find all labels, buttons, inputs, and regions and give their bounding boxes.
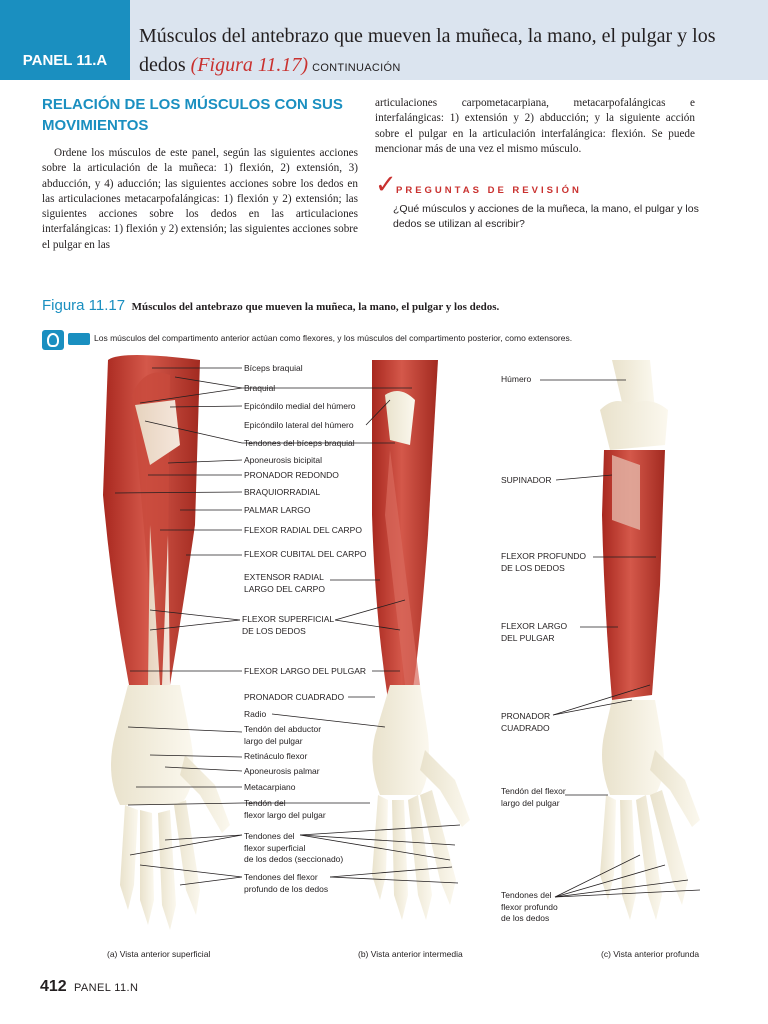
figure-title: Figura 11.17 Músculos del antebrazo que … bbox=[42, 297, 742, 315]
label-epicondilo-lateral: Epicóndilo lateral del húmero bbox=[244, 420, 354, 430]
review-heading: PREGUNTAS DE REVISIÓN bbox=[396, 185, 582, 196]
label-metacarpiano: Metacarpiano bbox=[244, 782, 296, 792]
label-pronador-cuadrado-c: PRONADOR CUADRADO bbox=[501, 711, 551, 733]
paragraph-left: Ordene los músculos de este panel, según… bbox=[42, 147, 358, 251]
label-radio: Radio bbox=[244, 709, 267, 719]
page-panel-ref: PANEL 11.N bbox=[74, 982, 139, 994]
label-flexor-cubital-carpo: FLEXOR CUBITAL DEL CARPO bbox=[244, 549, 367, 559]
label-flexor-superficial-dedos: FLEXOR SUPERFICIAL DE LOS DEDOS bbox=[242, 614, 335, 636]
label-flexor-profundo-dedos: FLEXOR PROFUNDO DE LOS DEDOS bbox=[501, 551, 587, 573]
label-biceps-braquial: Bíceps braquial bbox=[244, 363, 303, 373]
caption-view-b: (b) Vista anterior intermedia bbox=[358, 949, 463, 959]
label-aponeurosis-bicipital: Aponeurosis bicipital bbox=[244, 455, 322, 465]
figure-caption: Músculos del antebrazo que mueven la muñ… bbox=[131, 301, 500, 313]
label-aponeurosis-palmar: Aponeurosis palmar bbox=[244, 766, 320, 776]
label-flexor-radial-carpo: FLEXOR RADIAL DEL CARPO bbox=[244, 525, 362, 535]
panel-label: PANEL 11.A bbox=[22, 52, 108, 69]
forearm-b-illustration bbox=[372, 360, 470, 920]
panel-tab bbox=[0, 0, 130, 80]
label-pronador-redondo: PRONADOR REDONDO bbox=[244, 470, 339, 480]
label-supinador: SUPINADOR bbox=[501, 475, 552, 485]
figure-note: Los músculos del compartimento anterior … bbox=[94, 333, 573, 343]
forearm-a-illustration bbox=[103, 355, 230, 930]
label-tendon-flexor-largo-pulgar: Tendón del flexor largo del pulgar bbox=[244, 798, 326, 820]
label-tendon-flexor-largo-pulgar-c: Tendón del flexor largo del pulgar bbox=[501, 786, 566, 808]
label-braquial: Braquial bbox=[244, 383, 276, 393]
title-figure-ref: (Figura 11.17) bbox=[190, 54, 309, 76]
label-flexor-largo-pulgar-c: FLEXOR LARGO DEL PULGAR bbox=[501, 621, 568, 643]
anatomy-overview-icon bbox=[42, 330, 64, 350]
title-continuation: CONTINUACIÓN bbox=[312, 62, 401, 74]
page-number: 412 bbox=[40, 978, 67, 995]
checkmark-icon: ✓ bbox=[375, 170, 397, 200]
label-extensor-radial-largo: EXTENSOR RADIAL LARGO DEL CARPO bbox=[244, 572, 325, 594]
dash-icon bbox=[68, 333, 90, 345]
label-tendones-biceps: Tendones del bíceps braquial bbox=[244, 438, 355, 448]
label-flexor-largo-pulgar: FLEXOR LARGO DEL PULGAR bbox=[244, 666, 367, 676]
caption-view-a: (a) Vista anterior superficial bbox=[107, 949, 211, 959]
leader-lines bbox=[114, 367, 701, 898]
caption-view-c: (c) Vista anterior profunda bbox=[601, 949, 700, 959]
figure-number: Figura 11.17 bbox=[42, 297, 126, 314]
label-epicondilo-medial: Epicóndilo medial del húmero bbox=[244, 401, 356, 411]
title-main: Músculos del antebrazo que mueven la muñ… bbox=[139, 25, 716, 76]
label-braquiorradial: BRAQUIORRADIAL bbox=[244, 487, 321, 497]
label-palmar-largo: PALMAR LARGO bbox=[244, 505, 311, 515]
label-humero: Húmero bbox=[501, 374, 532, 384]
forearm-c-illustration bbox=[600, 360, 700, 920]
forearm-illustrations bbox=[103, 355, 701, 930]
label-tendon-abductor-largo: Tendón del abductor largo del pulgar bbox=[244, 724, 322, 746]
label-pronador-cuadrado: PRONADOR CUADRADO bbox=[244, 692, 345, 702]
review-question: ¿Qué músculos y acciones de la muñeca, l… bbox=[393, 203, 699, 230]
label-retinaculo-flexor: Retináculo flexor bbox=[244, 751, 308, 761]
page-title: Músculos del antebrazo que mueven la muñ… bbox=[139, 22, 759, 80]
label-tendones-flexor-profundo: Tendones del flexor profundo de los dedo… bbox=[244, 872, 329, 894]
head-outline-icon bbox=[47, 333, 59, 347]
label-tendones-flexor-profundo-c: Tendones del flexor profundo de los dedo… bbox=[501, 890, 558, 923]
label-tendones-flexor-superficial: Tendones del flexor superficial de los d… bbox=[244, 831, 344, 864]
section-heading: RELACIÓN DE LOS MÚSCULOS CON SUS MOVIMIE… bbox=[42, 96, 343, 134]
paragraph-right: articulaciones carpometacarpiana, metaca… bbox=[375, 97, 695, 155]
